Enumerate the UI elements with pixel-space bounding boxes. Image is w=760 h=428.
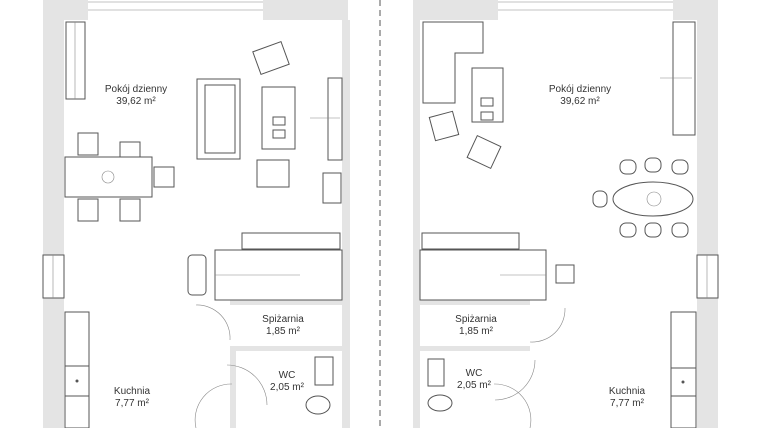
dining-table [64, 156, 153, 198]
chair [119, 198, 141, 222]
room-name: Spiżarnia [262, 314, 304, 325]
sofa [196, 78, 241, 160]
armchair [252, 40, 290, 76]
right-unit-windows [498, 1, 719, 299]
left-unit-walls [43, 0, 350, 428]
armchair [428, 110, 460, 142]
sink [314, 356, 334, 386]
shoe-cabinet [187, 254, 207, 296]
room-area: 7,77 m² [115, 398, 149, 409]
room-area: 1,85 m² [459, 326, 493, 337]
room-area: 2,05 m² [270, 382, 304, 393]
right-unit-furniture [419, 21, 697, 428]
room-area: 1,85 m² [266, 326, 300, 337]
dining-table [612, 181, 694, 217]
coffee-table [471, 67, 504, 123]
room-area: 7,77 m² [610, 398, 644, 409]
chair [77, 132, 99, 156]
room-name: WC [465, 368, 483, 379]
armchair [466, 134, 502, 170]
room-area: 39,62 m² [116, 96, 156, 107]
right-unit-walls [413, 0, 718, 428]
room-name: Kuchnia [608, 386, 646, 397]
room-name: Pokój dzienny [104, 84, 168, 95]
armchair [256, 159, 290, 188]
left-unit-furniture [64, 21, 343, 428]
coffee-table [261, 86, 296, 150]
pouf [555, 264, 575, 284]
room-area: 2,05 m² [457, 380, 491, 391]
left-unit-windows [42, 1, 263, 299]
room-name: WC [278, 370, 296, 381]
room-area: 39,62 m² [560, 96, 600, 107]
radiator [65, 21, 86, 100]
kitchen-counter [64, 311, 90, 428]
tv-cabinet [327, 77, 343, 161]
chair [77, 198, 99, 222]
room-name: Pokój dzienny [548, 84, 612, 95]
toilet [305, 395, 331, 415]
chairs [592, 157, 689, 238]
radiator [322, 172, 342, 204]
tv-cabinet [672, 21, 696, 136]
sink [427, 358, 445, 387]
chair [119, 141, 141, 158]
kitchen-counter [670, 311, 697, 428]
room-name: Kuchnia [113, 386, 151, 397]
corner-sofa [422, 21, 484, 104]
toilet [427, 394, 453, 412]
chair [153, 166, 175, 188]
room-name: Spiżarnia [455, 314, 497, 325]
